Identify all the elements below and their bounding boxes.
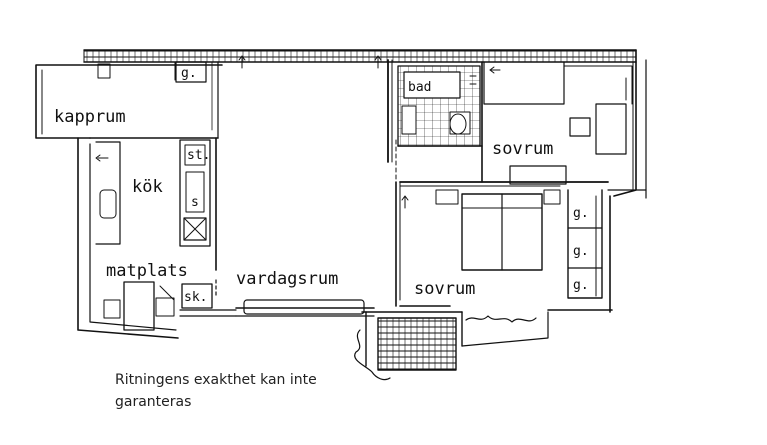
label-sink: s (191, 195, 199, 210)
label-closet-right-3: g. (573, 278, 589, 293)
label-sk: sk. (184, 290, 207, 305)
bathroom (397, 61, 483, 183)
kapprum-walls (35, 61, 223, 139)
balcony (354, 311, 549, 381)
dining-table (103, 281, 175, 331)
central-wall (387, 59, 401, 307)
label-vardagsrum: vardagsrum (236, 269, 338, 289)
closet-top (175, 61, 207, 83)
label-bad: bad (408, 80, 431, 95)
kitchen-counter (95, 141, 121, 245)
label-sovrum-upper: sovrum (492, 139, 553, 159)
living-bottom-wall (235, 299, 375, 317)
label-matplats: matplats (106, 261, 188, 281)
kitchen-fixtures (179, 139, 211, 247)
label-kok: kök (132, 177, 163, 197)
top-wall (83, 49, 637, 63)
right-closets (567, 189, 611, 313)
label-kapprum: kapprum (54, 107, 126, 127)
label-sovrum-lower: sovrum (414, 279, 475, 299)
upper-bedroom-furniture (483, 61, 633, 185)
label-stove: st. (187, 148, 210, 163)
label-closet-right-1: g. (573, 206, 589, 221)
door-arrows (238, 55, 409, 209)
closet-sk (181, 283, 213, 309)
right-wall (607, 49, 647, 199)
double-bed (435, 189, 561, 271)
label-closet-top: g. (181, 66, 197, 81)
left-wall (77, 137, 179, 339)
disclaimer-text: Ritningens exakthet kan inte garanteras (115, 372, 317, 410)
label-closet-right-2: g. (573, 244, 589, 259)
